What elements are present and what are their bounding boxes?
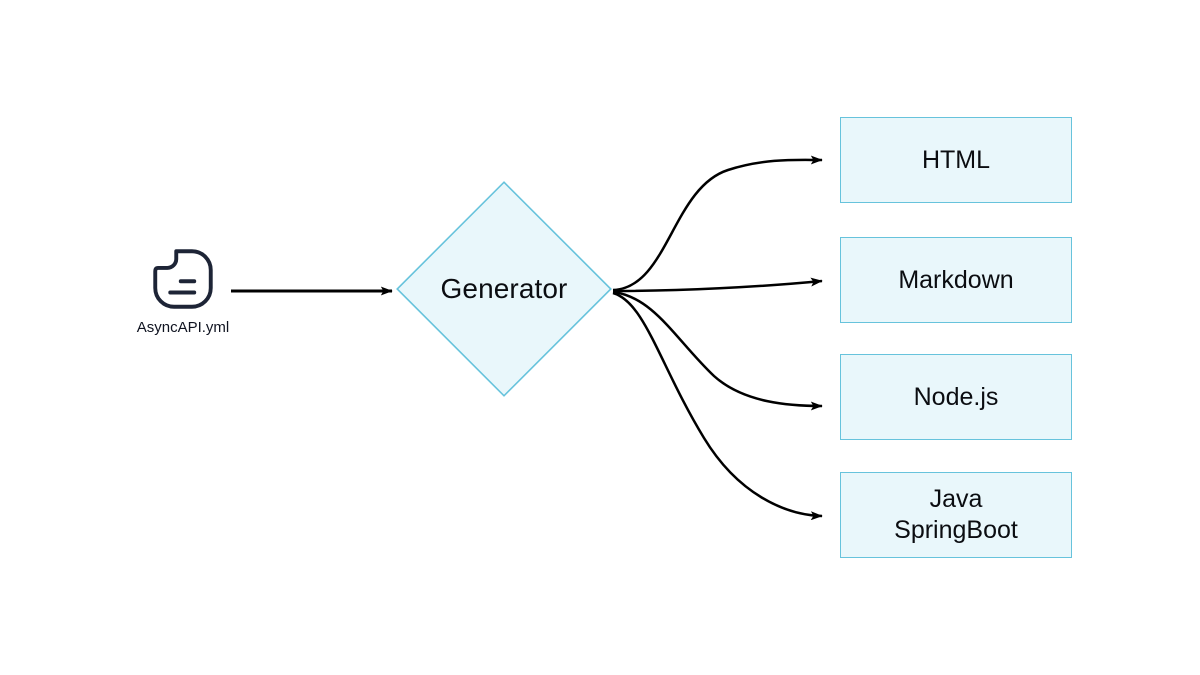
document-file-icon — [153, 249, 213, 309]
diamond-shape — [396, 181, 612, 397]
output-label: Java SpringBoot — [894, 485, 1018, 544]
edge-generator-to-html — [612, 155, 823, 292]
output-label: Markdown — [898, 265, 1014, 294]
source-file-node[interactable]: AsyncAPI.yml — [123, 243, 243, 355]
output-box-markdown[interactable]: Markdown — [840, 237, 1072, 323]
output-box-html[interactable]: HTML — [840, 117, 1072, 203]
output-label: HTML — [921, 145, 991, 174]
edge-generator-to-markdown — [612, 277, 823, 293]
output-box-nodejs[interactable]: Node.js — [840, 354, 1072, 440]
output-box-java-springboot[interactable]: Java SpringBoot — [840, 472, 1072, 558]
source-file-caption: AsyncAPI.yml — [136, 319, 230, 336]
generator-label: Generator — [440, 273, 568, 304]
edge-generator-to-java-springboot — [612, 291, 823, 521]
edge-generator-to-nodejs — [612, 290, 823, 411]
output-label: Node.js — [913, 382, 999, 411]
generator-node[interactable]: Generator — [396, 181, 612, 397]
